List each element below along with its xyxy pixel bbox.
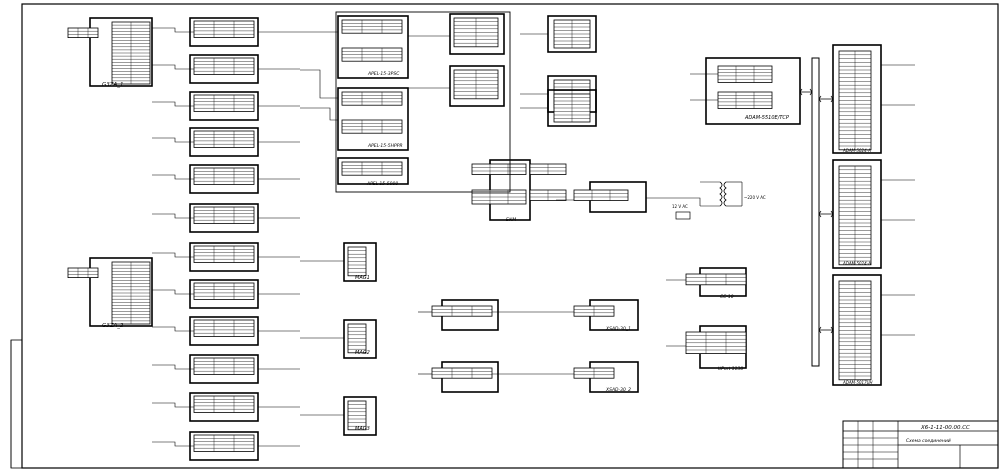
sheet-frame (21, 3, 999, 469)
slot-table (453, 17, 499, 48)
mag-table (347, 400, 367, 431)
module-table (193, 357, 255, 375)
adam-c-label: ADAM-5017UH (842, 380, 873, 385)
apel-2-frame-table-b (341, 119, 403, 134)
gszu-1-input-table (67, 27, 99, 39)
apel-1-label: APEL-15-3PSC (367, 71, 400, 77)
apel-2-label: APEL-15-5HPPR (367, 143, 403, 149)
adam-b-table (838, 165, 872, 266)
module-table (193, 319, 255, 337)
transformer-label: ~220 V AC (744, 195, 766, 200)
slot-frame (449, 13, 505, 55)
gszu-1-label: G3ZA_1 (102, 82, 124, 88)
gszu-1-frame (89, 17, 153, 87)
bkm-table-d (529, 189, 567, 201)
apel-3-frame-table-a (341, 161, 403, 176)
gszu-2-input-table (67, 267, 99, 279)
adam-a-table (838, 50, 872, 151)
apel-2-frame (337, 87, 409, 151)
upc-10-label: CC-10 (720, 294, 734, 300)
xsad-2-label: XSAD-30_2 (605, 387, 631, 393)
small-module-table (553, 19, 591, 49)
adam-5510-frame (705, 57, 801, 125)
adam-5510-table-b (717, 91, 773, 109)
transformer-icon (700, 181, 743, 207)
blocks-layer (67, 13, 882, 461)
mag-3-label: MAG3 (355, 426, 370, 432)
source-12v-label: 12 V AC (672, 204, 688, 209)
adam-bus (811, 57, 820, 367)
apel-3-frame (337, 157, 409, 185)
mag-1-label: MAG1 (355, 275, 370, 281)
apel-3-label: APEL-15-5000 (366, 181, 398, 187)
module-table (193, 282, 255, 300)
module-table (193, 57, 255, 75)
apel-1-frame (337, 15, 409, 79)
mag-frame (343, 242, 377, 282)
mag-frame (343, 396, 377, 436)
apel-1-frame-table-a (341, 19, 403, 34)
uport-1130-label: UPort 1130 (718, 366, 743, 372)
wires-layer (152, 27, 915, 447)
module-table (193, 94, 255, 112)
module-table (193, 434, 255, 452)
fuse-block (675, 211, 691, 220)
module-table (193, 206, 255, 224)
uport-table (685, 331, 747, 355)
xsad-1-label: XSAD-30_1 (605, 326, 631, 332)
bkm-table-a (471, 163, 527, 175)
module-table (193, 395, 255, 413)
adam-5510-label: ADAM-5510E/TCP (744, 115, 789, 121)
slot-frame (449, 65, 505, 107)
xsad-chain-table (431, 367, 493, 379)
adam-b-label: ADAM-5024-A (842, 261, 871, 266)
xsad-table (573, 305, 615, 317)
module-table (193, 167, 255, 185)
mag-table (347, 323, 367, 354)
mag-2-label: MAG2 (355, 350, 370, 356)
bkm-out-table (573, 189, 629, 201)
doc-code: Х6-1-11-00.00.СС (920, 425, 970, 431)
gszu-2-frame (89, 257, 153, 327)
apel-1-frame-table-b (341, 47, 403, 62)
xsad-chain-table (431, 305, 493, 317)
bkm-table-c (529, 163, 567, 175)
bkm-label: БКМ (506, 217, 516, 223)
mag-table (347, 246, 367, 277)
module-table (193, 245, 255, 263)
title-block (842, 420, 999, 469)
slot-table (453, 69, 499, 100)
upc-10-table (685, 273, 747, 286)
bkm-table-b (471, 189, 527, 205)
adam-c-table (838, 280, 872, 381)
small-module-table (553, 93, 591, 123)
module-table (193, 130, 255, 148)
mag-frame (343, 319, 377, 359)
gszu-1-table (111, 21, 151, 85)
adam-5510-table-a (717, 65, 773, 83)
module-table (193, 20, 255, 38)
apel-group-frame (335, 11, 511, 193)
gszu-2-table (111, 261, 151, 325)
doc-name: Схема соединений (906, 438, 951, 444)
xsad-table (573, 367, 615, 379)
gszu-2-label: G3ZA_2 (102, 323, 124, 329)
apel-2-frame-table-a (341, 91, 403, 106)
left-stamp (10, 339, 23, 469)
adam-a-label: ADAM-5024-A (842, 148, 871, 153)
